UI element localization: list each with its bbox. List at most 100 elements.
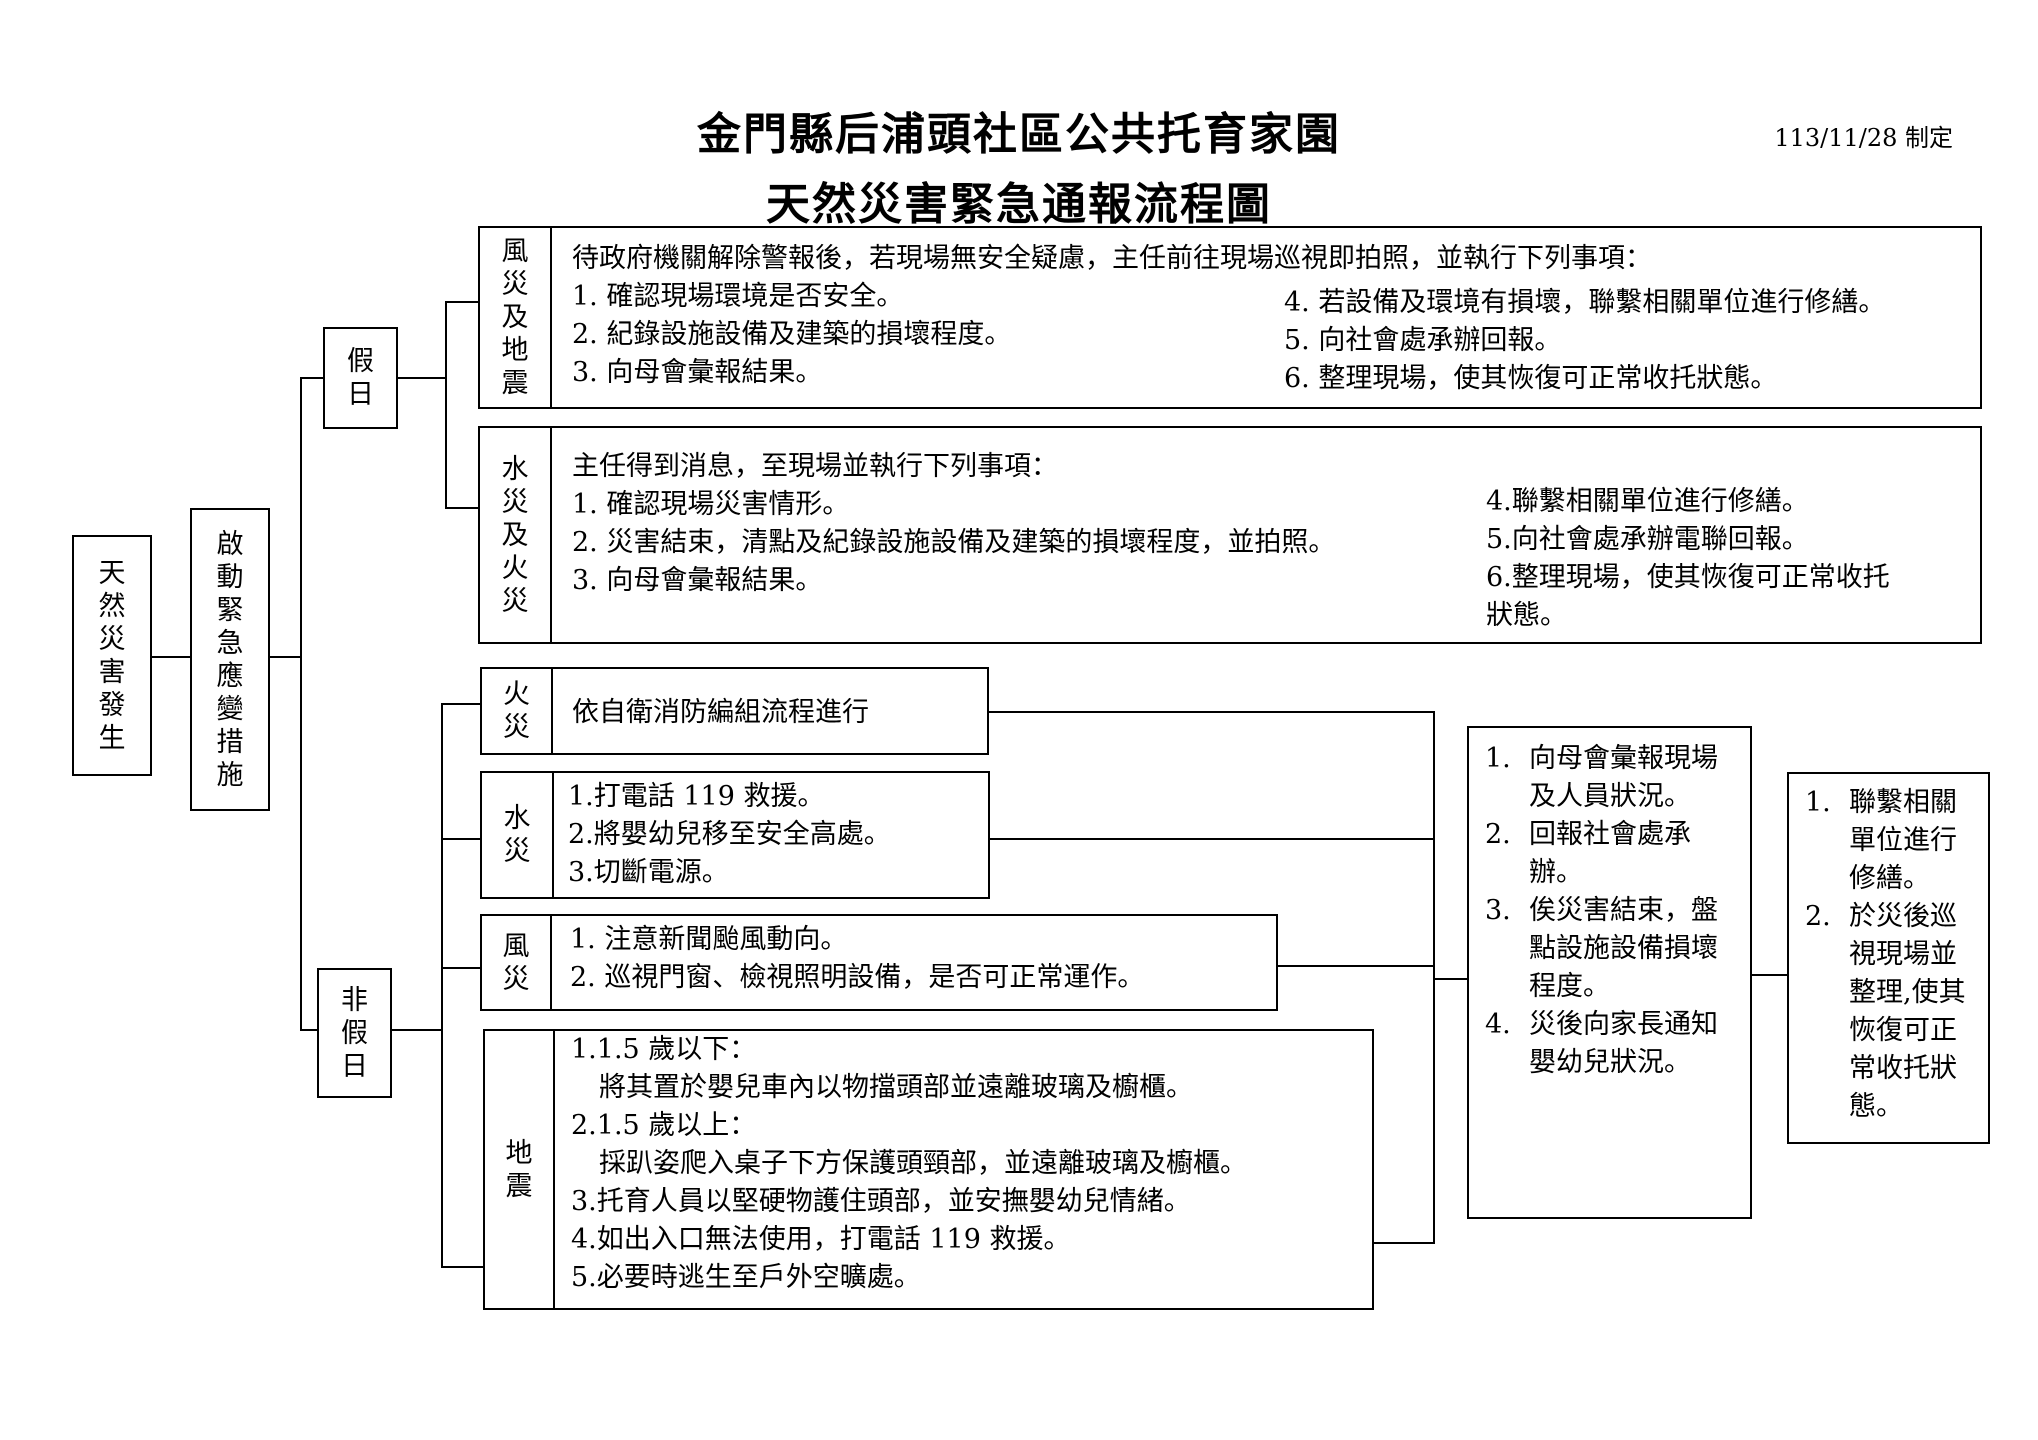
label-char: 施 — [216, 759, 244, 791]
typhoon-quake-intro: 待政府機關解除警報後，若現場無安全疑慮，主任前往現場巡視即拍照，並執行下列事項： — [572, 243, 1652, 274]
flood-fire-right-list: 4.聯繫相關單位進行修繕。 5.向社會處承辦電聯回報。 6.整理現場，使其恢復可正常… — [1486, 483, 1890, 635]
label-divider — [553, 1031, 555, 1308]
list-item: 3.托育人員以堅硬物護住頭部，並安撫嬰幼兒情緒。 — [571, 1186, 1191, 1217]
list-item: 採趴姿爬入桌子下方保護頭頸部，並遠離玻璃及櫥櫃。 — [599, 1148, 1247, 1179]
connector — [398, 377, 446, 379]
list-item-number: 1. — [1805, 787, 1831, 818]
typhoon-quake-label: 風災及地震 — [480, 228, 550, 407]
label-char: 動 — [216, 561, 244, 593]
flood-fire-intro: 主任得到消息，至現場並執行下列事項： — [572, 451, 1058, 482]
holiday-typhoon-quake-box: 風災及地震 待政府機關解除警報後，若現場無安全疑慮，主任前往現場巡視即拍照，並執… — [478, 226, 1982, 409]
label-char: 災 — [501, 585, 529, 617]
report-box: 1. 向母會彙報現場及人員狀況。2.回報社會處承辦。3. 俟災害結束，盤點設施設備損… — [1467, 726, 1752, 1219]
issue-date: 113/11/28 制定 — [1774, 124, 1953, 152]
quake-label: 地震 — [485, 1031, 553, 1308]
connector — [270, 656, 301, 658]
label-char: 急 — [216, 627, 244, 659]
quake-list: 1.1.5 歲以下：將其置於嬰兒車內以物擋頭部並遠離玻璃及櫥櫃。2.1.5 歲以… — [571, 1031, 1247, 1297]
list-item-number: 4. — [1485, 1009, 1511, 1040]
list-item: 2. 災害結束，清點及紀錄設施設備及建築的損壞程度，並拍照。 — [572, 527, 1336, 558]
label-char: 發 — [98, 689, 126, 721]
list-item-number: 2. — [1805, 901, 1831, 932]
connector — [441, 1266, 483, 1268]
label-divider — [552, 773, 554, 897]
label-char: 天 — [98, 557, 126, 589]
label-char: 日 — [341, 1050, 368, 1082]
list-item-text: 向母會彙報現場及人員狀況。 — [1529, 743, 1718, 812]
report-list: 1. 向母會彙報現場及人員狀況。2.回報社會處承辦。3. 俟災害結束，盤點設施設備損… — [1485, 740, 1725, 1082]
label-char: 非 — [341, 984, 368, 1016]
connector — [441, 967, 480, 969]
list-item: 1. 確認現場災害情形。 — [572, 489, 850, 520]
label-char: 應 — [216, 660, 244, 692]
label-char: 變 — [216, 693, 244, 725]
label-char: 假 — [347, 346, 374, 377]
connector — [990, 838, 1434, 840]
nonholiday-fire-box: 火災 依自衛消防編組流程進行 — [480, 667, 989, 755]
connector — [441, 703, 443, 1267]
list-item-number: 1. — [1485, 743, 1511, 774]
list-item: 6. 整理現場，使其恢復可正常收托狀態。 — [1284, 363, 1778, 394]
label-char: 災 — [503, 712, 530, 743]
disaster-occurs-box: 天然災害發生 — [72, 535, 152, 776]
non-holiday-box: 非假日 — [317, 968, 392, 1098]
list-item: 狀態。 — [1486, 600, 1567, 631]
connector — [1433, 711, 1435, 1244]
list-item: 2.回報社會處承辦。 — [1485, 816, 1725, 892]
list-item: 1.打電話 119 救援。 — [568, 781, 825, 812]
label-char: 措 — [216, 726, 244, 758]
list-item-number: 3. — [1485, 895, 1511, 926]
label-divider — [550, 228, 552, 407]
label-char: 地 — [501, 335, 529, 366]
page-subtitle: 天然災害緊急通報流程圖 — [766, 179, 1272, 230]
holiday-flood-fire-box: 水災及火災 主任得到消息，至現場並執行下列事項： 1. 確認現場災害情形。2. … — [478, 426, 1982, 644]
label-char: 及 — [501, 519, 529, 551]
label-char: 火 — [503, 679, 530, 710]
list-item: 2. 紀錄設施設備及建築的損壞程度。 — [572, 319, 1012, 350]
label-char: 假 — [341, 1017, 368, 1049]
connector — [392, 1029, 442, 1031]
nonholiday-flood-box: 水災 1.打電話 119 救援。2.將嬰幼兒移至安全高處。3.切斷電源。 — [480, 771, 990, 899]
list-item: 5.向社會處承辦電聯回報。 — [1486, 524, 1809, 555]
label-char: 災 — [501, 269, 529, 300]
label-char: 震 — [505, 1170, 533, 1202]
list-item-text: 聯繫相關單位進行修繕。 — [1849, 787, 1957, 894]
label-char: 及 — [501, 302, 529, 333]
list-item-text: 俟災害結束，盤點設施設備損壞程度。 — [1529, 895, 1718, 1002]
list-item: 3.切斷電源。 — [568, 857, 729, 888]
typhoon-label: 風災 — [482, 916, 550, 1009]
nonholiday-quake-box: 地震 1.1.5 歲以下：將其置於嬰兒車內以物擋頭部並遠離玻璃及櫥櫃。2.1.5… — [483, 1029, 1374, 1310]
label-divider — [550, 428, 552, 642]
list-item: 1. 聯繫相關單位進行修繕。 — [1805, 784, 1975, 898]
list-item: 4.聯繫相關單位進行修繕。 — [1486, 486, 1809, 517]
label-char: 生 — [98, 722, 126, 754]
page-title: 金門縣后浦頭社區公共托育家園 — [697, 109, 1341, 160]
fire-label: 火災 — [482, 669, 551, 753]
followup-list: 1.聯繫相關單位進行修繕。2.於災後巡視現場並整理,使其恢復可正常收托狀態。 — [1805, 784, 1975, 1126]
label-char: 風 — [501, 236, 529, 267]
list-item: 將其置於嬰兒車內以物擋頭部並遠離玻璃及櫥櫃。 — [599, 1072, 1193, 1103]
connector — [445, 301, 478, 303]
fire-list: 依自衛消防編組流程進行 — [572, 694, 869, 732]
list-item-number: 2. — [1485, 819, 1511, 850]
list-item: 5.必要時逃生至戶外空曠處。 — [571, 1262, 921, 1293]
list-item: 3. 向母會彙報結果。 — [572, 565, 823, 596]
connector — [445, 507, 478, 509]
label-char: 災 — [502, 963, 530, 995]
connector — [1277, 965, 1434, 967]
flood-label: 水災 — [482, 773, 552, 897]
list-item: 5. 向社會處承辦回報。 — [1284, 325, 1562, 356]
connector — [300, 1029, 317, 1031]
emergency-response-box: 啟動緊急應變措施 — [190, 508, 270, 811]
list-item: 6.整理現場，使其恢復可正常收托 — [1486, 562, 1890, 593]
label-char: 災 — [503, 836, 531, 867]
label-char: 然 — [98, 590, 126, 622]
flood-list: 1.打電話 119 救援。2.將嬰幼兒移至安全高處。3.切斷電源。 — [568, 778, 891, 892]
followup-box: 1.聯繫相關單位進行修繕。2.於災後巡視現場並整理,使其恢復可正常收托狀態。 — [1787, 772, 1990, 1144]
connector — [441, 703, 480, 705]
list-item: 3. 向母會彙報結果。 — [572, 357, 823, 388]
list-item: 3. 俟災害結束，盤點設施設備損壞程度。 — [1485, 892, 1725, 1006]
label-char: 水 — [501, 453, 529, 485]
label-char: 啟 — [216, 528, 244, 560]
nonholiday-typhoon-box: 風災 1. 注意新聞颱風動向。2. 巡視門窗、檢視照明設備，是否可正常運作。 — [480, 914, 1278, 1011]
